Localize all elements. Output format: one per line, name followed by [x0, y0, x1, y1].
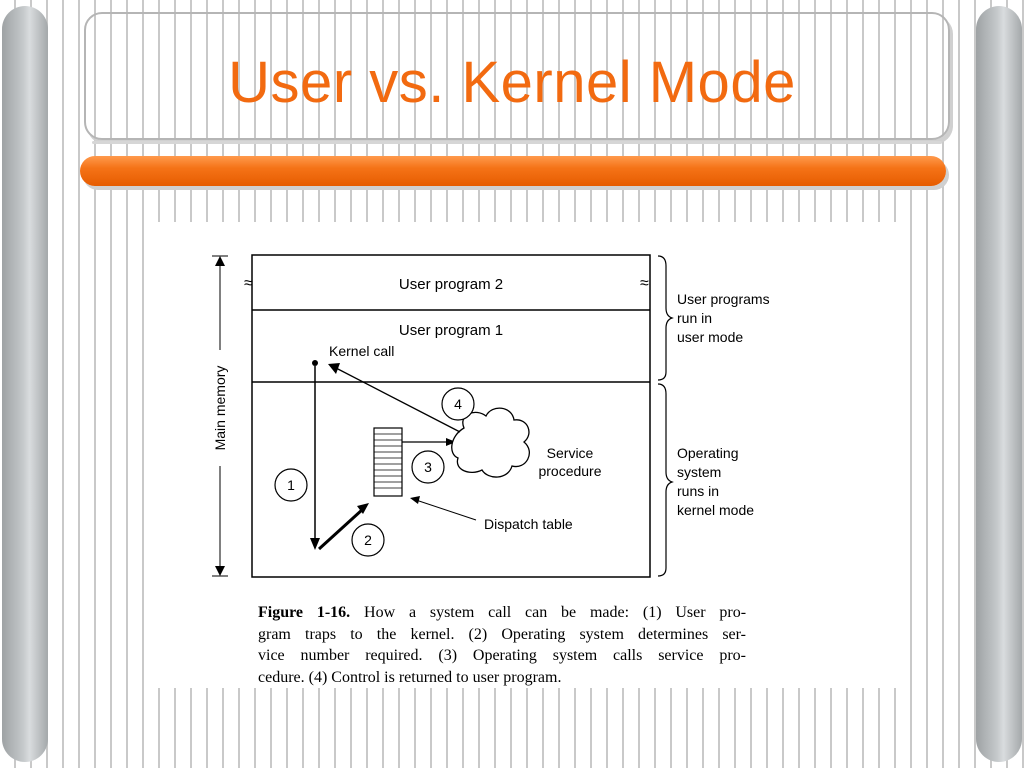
break-mark-left: ≈: [244, 275, 253, 292]
service-label-line1: Service: [547, 445, 594, 461]
arrow-4-head: [328, 363, 340, 374]
arrow-3-head: [446, 438, 456, 446]
kernel-mode-brace: [657, 383, 674, 577]
user-mode-note-line1: User programs: [677, 291, 770, 307]
kernel-mode-note-line4: kernel mode: [677, 502, 754, 518]
slide-title: User vs. Kernel Mode: [228, 50, 796, 115]
svg-text:1: 1: [287, 477, 295, 493]
step-2-marker: 2: [351, 523, 385, 557]
dispatch-pointer-head: [410, 496, 420, 504]
kernel-call-point: [312, 360, 318, 366]
figure-caption: Figure 1-16. How a system call can be ma…: [258, 602, 746, 688]
right-decorative-bar: [976, 6, 1022, 762]
caption-line-1: Figure 1-16. How a system call can be ma…: [258, 602, 746, 624]
caption-line-4: cedure. (4) Control is returned to user …: [258, 668, 562, 686]
user-program-1-label: User program 1: [399, 322, 503, 339]
svg-text:3: 3: [424, 459, 432, 475]
dispatch-table-pointer: [415, 499, 477, 521]
memory-axis-arrow-bottom: [215, 566, 225, 576]
arrow-4-return: [335, 367, 461, 433]
service-label-line2: procedure: [538, 463, 601, 479]
svg-text:2: 2: [364, 532, 372, 548]
figure-panel: ≈ ≈ Main memory User program 2 User prog…: [158, 222, 906, 688]
arrow-2-dispatch: [317, 507, 365, 551]
service-procedure-cloud: [451, 407, 530, 478]
step-4-marker: 4: [441, 387, 475, 421]
arrow-2-head: [357, 503, 369, 514]
step-3-marker: 3: [411, 450, 445, 484]
dispatch-table-label: Dispatch table: [484, 516, 573, 532]
user-mode-note-line2: run in: [677, 310, 712, 326]
left-decorative-bar: [2, 6, 48, 762]
user-program-2-label: User program 2: [399, 276, 503, 293]
main-memory-box: [251, 254, 651, 578]
caption-line-3: vice number required. (3) Operating syst…: [258, 647, 746, 664]
break-mark-right: ≈: [640, 275, 649, 292]
user-mode-note-line3: user mode: [677, 329, 743, 345]
dispatch-table: [373, 427, 403, 497]
caption-line-2: gram traps to the kernel. (2) Operating …: [258, 625, 746, 643]
arrow-1-head: [310, 538, 320, 550]
kernel-mode-note-line3: runs in: [677, 483, 719, 499]
title-frame-underline: [92, 141, 942, 144]
user-mode-brace: [657, 255, 674, 381]
system-call-diagram: ≈ ≈ Main memory User program 2 User prog…: [212, 254, 770, 578]
memory-axis-arrow-top: [215, 256, 225, 266]
kernel-call-label: Kernel call: [329, 343, 394, 359]
svg-text:4: 4: [454, 396, 462, 412]
memory-axis-label: Main memory: [212, 366, 228, 451]
caption-label: Figure 1-16.: [258, 604, 351, 621]
title-accent-bar: [80, 156, 946, 186]
kernel-mode-note-line2: system: [677, 464, 721, 480]
step-1-marker: 1: [274, 468, 308, 502]
caption-line-1-text: How a system call can be made: (1) User …: [364, 604, 747, 621]
kernel-mode-note-line1: Operating: [677, 445, 738, 461]
title-frame: [84, 12, 950, 144]
